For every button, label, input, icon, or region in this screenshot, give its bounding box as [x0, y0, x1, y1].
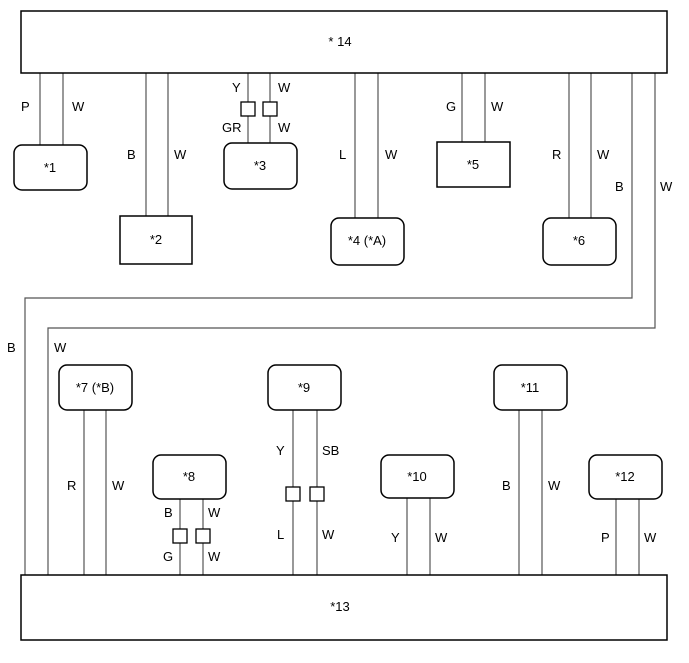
wires — [24, 73, 656, 575]
wire-label-c11-b: W — [548, 478, 561, 493]
components: * 14 *1 *2 *3 *4 (*A) *5 *6 *7 (*B) — [13, 10, 668, 641]
wire-label-c9-b-top: SB — [322, 443, 339, 458]
wire-label-c6-a: R — [552, 147, 561, 162]
wire-label-bus-a-right: B — [615, 179, 624, 194]
component-13-label: *13 — [330, 599, 350, 614]
component-4[interactable]: *4 (*A) — [330, 217, 405, 266]
wire-label-c3-b-bot: W — [278, 120, 291, 135]
wire-label-c6-b: W — [597, 147, 610, 162]
component-8-label: *8 — [183, 469, 195, 484]
component-10[interactable]: *10 — [380, 454, 455, 499]
component-10-label: *10 — [407, 469, 427, 484]
component-12-label: *12 — [615, 469, 635, 484]
component-2[interactable]: *2 — [119, 215, 193, 265]
wire-label-c1-b: W — [72, 99, 85, 114]
component-1-label: *1 — [44, 160, 56, 175]
wire-label-c1-a: P — [21, 99, 30, 114]
wire-label-bus-a-left: B — [7, 340, 16, 355]
component-9-label: *9 — [298, 380, 310, 395]
component-4-label: *4 (*A) — [348, 233, 386, 248]
wire-label-c4-b: W — [385, 147, 398, 162]
wire-label-c8-a-top: B — [164, 505, 173, 520]
wire-label-c12-b: W — [644, 530, 657, 545]
component-8[interactable]: *8 — [152, 454, 227, 500]
component-14[interactable]: * 14 — [20, 10, 668, 74]
component-5-label: *5 — [467, 157, 479, 172]
wire-label-c3-a-bot: GR — [222, 120, 242, 135]
wire-bus-a — [24, 73, 633, 575]
component-7-label: *7 (*B) — [76, 380, 114, 395]
component-14-label: * 14 — [328, 34, 351, 49]
wire-bus-b — [47, 73, 656, 575]
component-6[interactable]: *6 — [542, 217, 617, 266]
component-3[interactable]: *3 — [223, 142, 298, 190]
wire-label-c8-b-top: W — [208, 505, 221, 520]
component-1[interactable]: *1 — [13, 144, 88, 191]
wire-label-c7-a: R — [67, 478, 76, 493]
wire-label-c5-a: G — [446, 99, 456, 114]
wire-label-c3-b-top: W — [278, 80, 291, 95]
connector-c8-b — [195, 528, 211, 544]
connectors — [172, 101, 325, 544]
connector-c8-a — [172, 528, 188, 544]
wire-label-c10-a: Y — [391, 530, 400, 545]
component-5[interactable]: *5 — [436, 141, 511, 188]
component-12[interactable]: *12 — [588, 454, 663, 500]
wire-label-bus-b-left: W — [54, 340, 67, 355]
component-7[interactable]: *7 (*B) — [58, 364, 133, 411]
wire-label-c2-a: B — [127, 147, 136, 162]
wire-label-c5-b: W — [491, 99, 504, 114]
component-11-label: *11 — [521, 380, 540, 395]
component-11[interactable]: *11 — [493, 364, 568, 411]
wire-label-c11-a: B — [502, 478, 511, 493]
wire-label-bus-b-right: W — [660, 179, 673, 194]
wire-label-c8-b-bot: W — [208, 549, 221, 564]
wire-label-c12-a: P — [601, 530, 610, 545]
wire-label-c3-a-top: Y — [232, 80, 241, 95]
component-13[interactable]: *13 — [20, 574, 668, 641]
connector-c9-a — [285, 486, 301, 502]
wire-label-c9-a-top: Y — [276, 443, 285, 458]
wire-labels: P W B W Y W GR W L W G W R W B W B W R W… — [7, 80, 673, 564]
component-3-label: *3 — [254, 158, 266, 173]
wire-label-c8-a-bot: G — [163, 549, 173, 564]
wire-label-c9-b-bot: W — [322, 527, 335, 542]
component-2-label: *2 — [150, 232, 162, 247]
wire-label-c4-a: L — [339, 147, 346, 162]
wire-label-c9-a-bot: L — [277, 527, 284, 542]
wire-label-c7-b: W — [112, 478, 125, 493]
connector-c9-b — [309, 486, 325, 502]
wire-label-c2-b: W — [174, 147, 187, 162]
wire-label-c10-b: W — [435, 530, 448, 545]
component-9[interactable]: *9 — [267, 364, 342, 411]
connector-c3-b — [262, 101, 278, 117]
connector-c3-a — [240, 101, 256, 117]
component-6-label: *6 — [573, 233, 585, 248]
